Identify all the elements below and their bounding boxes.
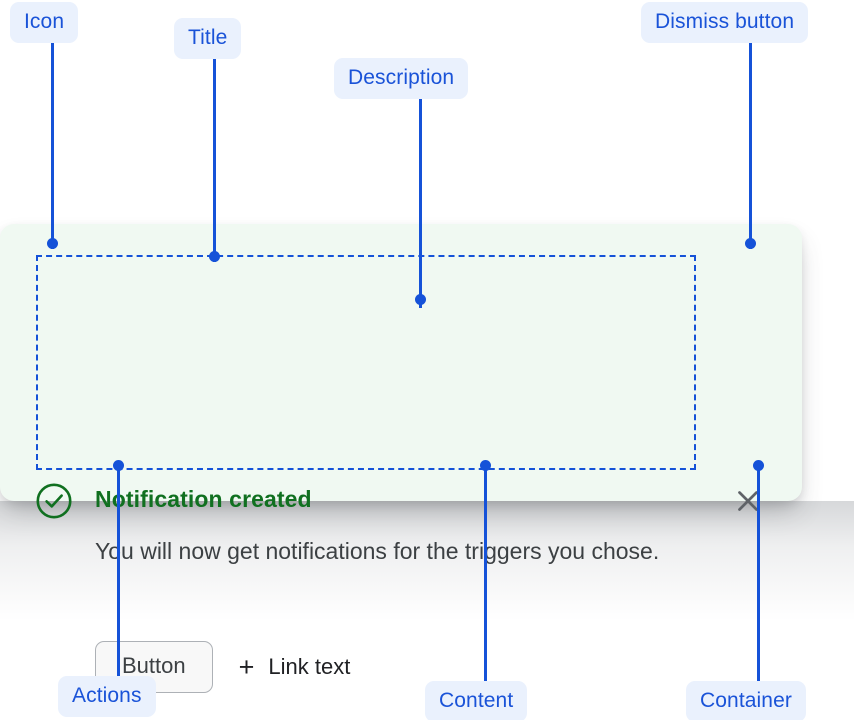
annotation-label-icon: Icon: [10, 2, 79, 43]
leader-line: [484, 470, 487, 681]
leader-line: [749, 42, 752, 249]
annotation-label-actions: Actions: [58, 676, 156, 717]
annotation-label-description: Description: [334, 58, 469, 99]
leader-endpoint-dot: [113, 460, 124, 471]
leader-endpoint-dot: [415, 294, 426, 305]
leader-endpoint-dot: [209, 251, 220, 262]
leader-endpoint-dot: [745, 238, 756, 249]
success-check-circle-icon: [35, 482, 73, 520]
leader-line: [757, 470, 760, 681]
leader-line: [51, 42, 54, 249]
leader-line: [117, 470, 120, 676]
action-link-label: Link text: [268, 654, 351, 679]
action-link[interactable]: + Link text: [238, 651, 351, 682]
notification-description: You will now get notifications for the t…: [95, 538, 660, 564]
leader-line: [213, 58, 216, 262]
content-region-outline: [36, 255, 696, 470]
leader-endpoint-dot: [753, 460, 764, 471]
notification-title: Notification created: [95, 486, 312, 512]
notification-container: Notification created You will now get no…: [0, 224, 802, 693]
leader-endpoint-dot: [480, 460, 491, 471]
leader-line: [419, 98, 422, 308]
annotation-label-dismiss-button: Dismiss button: [641, 2, 809, 43]
annotation-label-container: Container: [686, 681, 806, 720]
plus-icon: +: [238, 651, 255, 682]
annotation-label-title: Title: [174, 18, 242, 59]
leader-endpoint-dot: [47, 238, 58, 249]
close-icon[interactable]: [733, 486, 763, 516]
annotation-label-content: Content: [425, 681, 528, 720]
